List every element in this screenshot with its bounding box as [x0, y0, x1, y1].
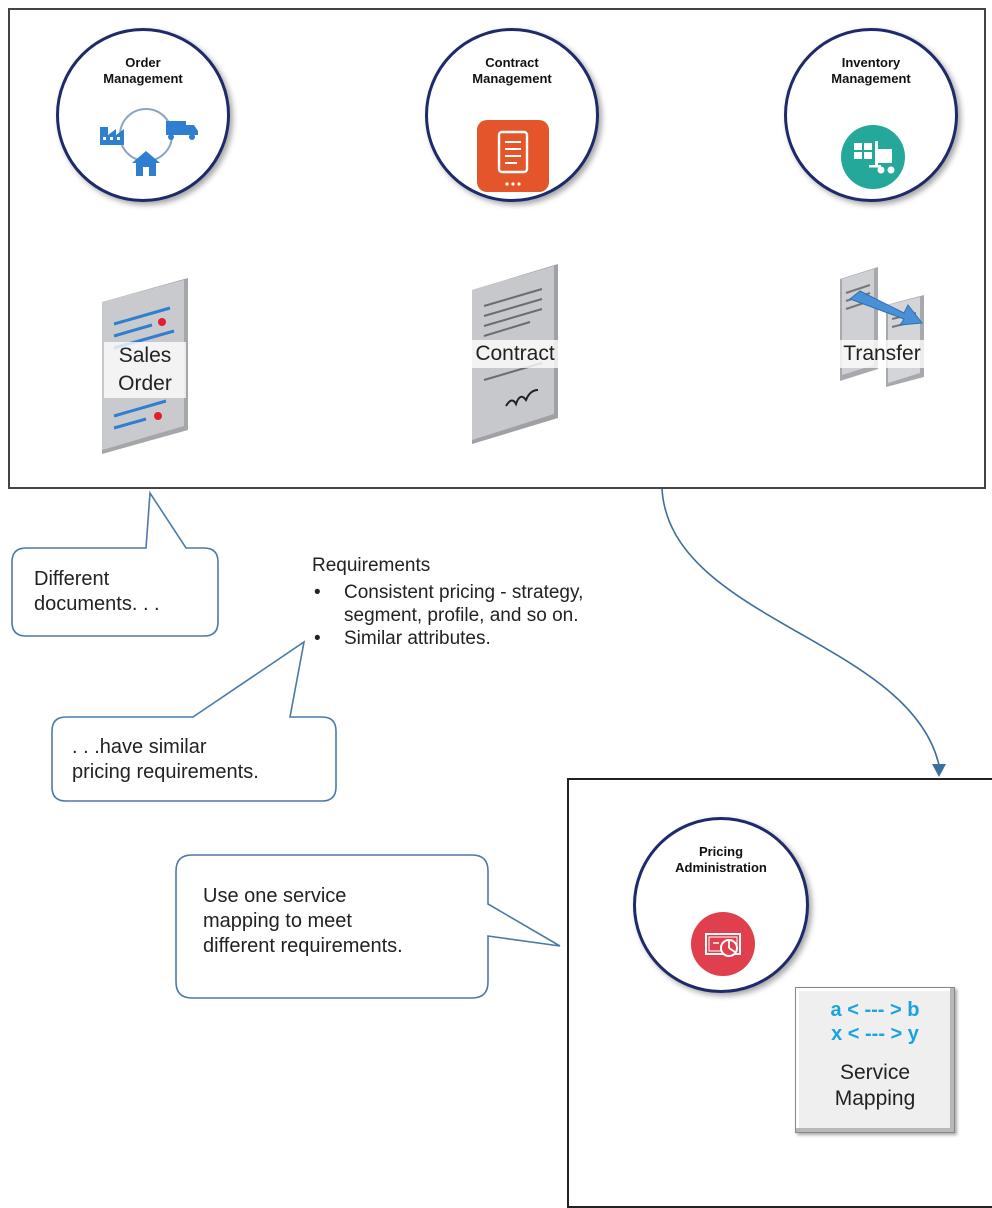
order-management-circle: Order Management	[56, 28, 230, 202]
sales-order-label: Sales Order	[104, 342, 186, 398]
forklift-icon	[841, 125, 905, 189]
service-mapping-box: a < --- > b x < --- > y Service Mapping	[795, 987, 955, 1133]
contract-document-icon	[477, 120, 549, 192]
service-mapping-callout: Use one service mapping to meet differen…	[203, 885, 403, 957]
requirements-block: Requirements Consistent pricing - strate…	[312, 555, 652, 650]
mapping-line-ab: a < --- > b	[830, 999, 920, 1021]
different-documents-callout: Different documents. . .	[34, 568, 160, 615]
contract-management-circle: Contract Management	[425, 28, 599, 202]
apps-container	[8, 8, 986, 489]
inventory-management-title: Inventory Management	[831, 55, 911, 86]
order-management-title: Order Management	[103, 55, 183, 86]
contract-management-title: Contract Management	[472, 55, 552, 86]
requirement-item: Similar attributes.	[312, 627, 652, 650]
service-mapping-label: Service Mapping	[834, 1061, 916, 1110]
pricing-icon	[691, 912, 755, 976]
pricing-administration-circle: Pricing Administration	[633, 817, 809, 993]
mapping-line-xy: x < --- > y	[831, 1023, 919, 1045]
requirements-list: Consistent pricing - strategy, segment, …	[312, 581, 652, 650]
pricing-administration-title: Pricing Administration	[675, 844, 767, 875]
supply-chain-icon	[100, 108, 198, 176]
similar-requirements-callout: . . .have similar pricing requirements.	[72, 736, 259, 783]
transfer-label: Transfer	[836, 340, 928, 368]
requirement-item: Consistent pricing - strategy, segment, …	[312, 581, 652, 627]
contract-label: Contract	[462, 340, 568, 368]
inventory-management-circle: Inventory Management	[784, 28, 958, 202]
requirements-title: Requirements	[312, 555, 431, 576]
